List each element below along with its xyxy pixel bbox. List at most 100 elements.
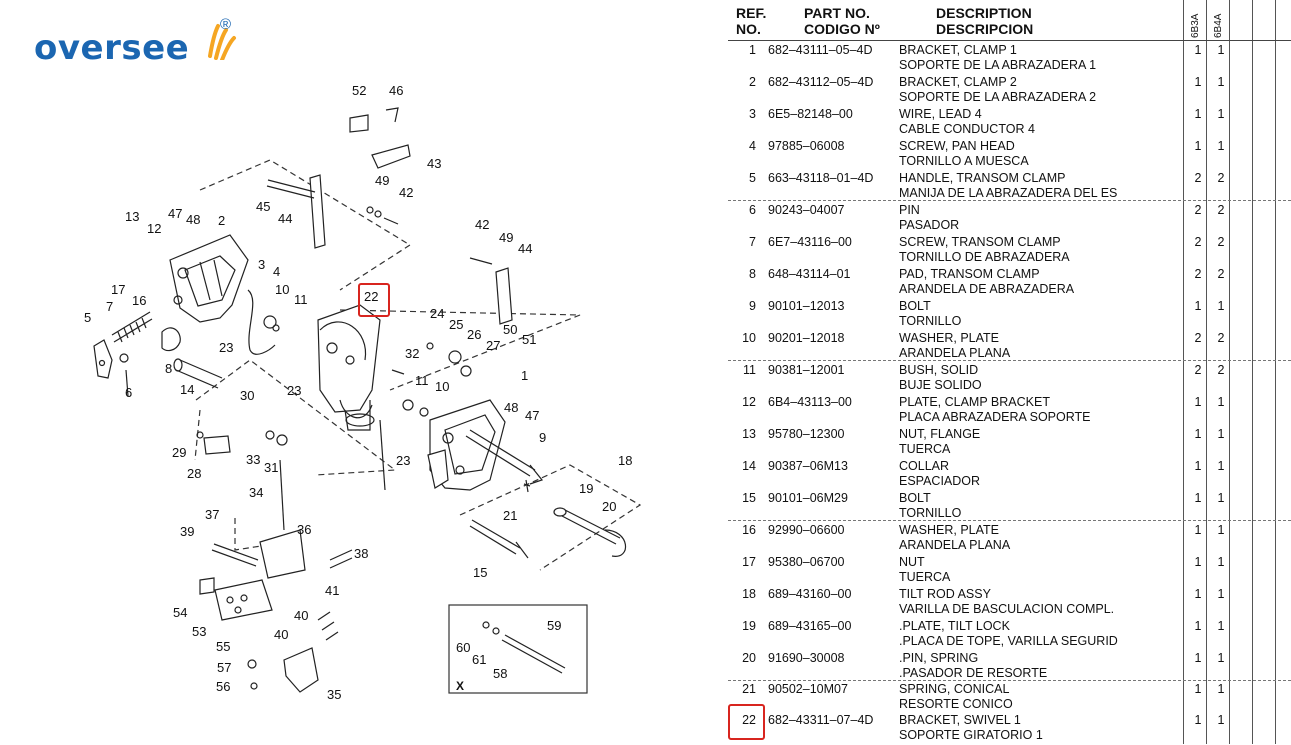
description-es: ESPACIADOR xyxy=(899,474,981,488)
qty-6b4a: 1 xyxy=(1217,619,1225,633)
callout-3: 3 xyxy=(258,257,266,272)
part-number: 682–43112–05–4D xyxy=(768,75,874,89)
description-en: WASHER, PLATE xyxy=(899,523,1000,537)
qty-6b4a: 1 xyxy=(1217,427,1225,441)
exploded-parts-diagram: 52 46 43 49 42 45 44 13 47 48 2 12 3 4 1… xyxy=(0,60,720,744)
callout-10-b: 10 xyxy=(435,379,450,394)
callout-40-a: 40 xyxy=(294,608,309,623)
part-number: 90502–10M07 xyxy=(768,682,848,696)
callout-49: 49 xyxy=(375,173,390,188)
ref-number: 22 xyxy=(742,713,756,727)
ref-number: 15 xyxy=(742,491,756,505)
description-es: ARANDELA PLANA xyxy=(899,346,1011,360)
callout-33: 33 xyxy=(246,452,261,467)
callout-47: 47 xyxy=(168,206,183,221)
ref-number: 5 xyxy=(749,171,756,185)
ref-number: 16 xyxy=(742,523,756,537)
description-en: HANDLE, TRANSOM CLAMP xyxy=(899,171,1066,185)
column-divider xyxy=(1206,0,1207,744)
qty-6b3a: 1 xyxy=(1194,491,1202,505)
callout-38: 38 xyxy=(354,546,369,561)
qty-6b3a: 1 xyxy=(1194,523,1202,537)
callout-42-right: 42 xyxy=(475,217,490,232)
column-divider xyxy=(1275,0,1276,744)
header-part-line1: PART NO. xyxy=(804,5,870,21)
callout-13: 13 xyxy=(125,209,140,224)
callout-19: 19 xyxy=(579,481,594,496)
part-number: 95380–06700 xyxy=(768,555,845,569)
callout-52: 52 xyxy=(352,83,367,98)
flame-icon xyxy=(208,24,236,60)
qty-6b3a: 1 xyxy=(1194,651,1202,665)
qty-6b4a: 1 xyxy=(1217,43,1225,57)
description-es: SOPORTE DE LA ABRAZADERA 1 xyxy=(899,58,1097,72)
registered-mark: ® xyxy=(220,16,232,33)
callout-43: 43 xyxy=(427,156,442,171)
header-part-line2: CODIGO Nº xyxy=(804,21,880,37)
callout-26: 26 xyxy=(467,327,482,342)
callout-49-right: 49 xyxy=(499,230,514,245)
callout-31: 31 xyxy=(264,460,279,475)
description-en: BRACKET, CLAMP 2 xyxy=(899,75,1017,89)
ref-number: 13 xyxy=(742,427,756,441)
callout-11-b: 11 xyxy=(415,373,429,388)
qty-6b3a: 2 xyxy=(1194,235,1202,249)
callout-11: 11 xyxy=(294,292,308,307)
ref-number: 17 xyxy=(742,555,756,569)
callout-23-b: 23 xyxy=(287,383,302,398)
description-en: BRACKET, SWIVEL 1 xyxy=(899,713,1021,727)
callout-34: 34 xyxy=(249,485,264,500)
ref-number: 11 xyxy=(743,363,756,377)
qty-6b4a: 1 xyxy=(1217,75,1225,89)
group-divider xyxy=(728,520,1291,521)
description-es: PASADOR xyxy=(899,218,960,232)
group-divider xyxy=(728,360,1291,361)
qty-6b3a: 2 xyxy=(1194,363,1202,377)
header-ref-line2: NO. xyxy=(736,21,761,37)
description-es: TORNILLO xyxy=(899,314,962,328)
description-es: ARANDELA PLANA xyxy=(899,538,1011,552)
qty-6b4a: 2 xyxy=(1217,331,1225,345)
callout-6: 6 xyxy=(125,385,133,400)
qty-6b4a: 1 xyxy=(1217,459,1225,473)
ref-number: 14 xyxy=(742,459,756,473)
part-number: 95780–12300 xyxy=(768,427,845,441)
part-number: 663–43118–01–4D xyxy=(768,171,874,185)
qty-6b4a: 1 xyxy=(1217,682,1225,696)
qty-6b4a: 1 xyxy=(1217,299,1225,313)
callout-35: 35 xyxy=(327,687,342,702)
description-es: TORNILLO xyxy=(899,506,962,520)
callout-21: 21 xyxy=(503,508,518,523)
description-en: PLATE, CLAMP BRACKET xyxy=(899,395,1050,409)
callout-48: 48 xyxy=(186,212,201,227)
part-number: 682–43111–05–4D xyxy=(768,43,873,57)
callout-40-b: 40 xyxy=(274,627,289,642)
qty-6b3a: 1 xyxy=(1194,619,1202,633)
qty-6b4a: 2 xyxy=(1217,235,1225,249)
description-en: BRACKET, CLAMP 1 xyxy=(899,43,1017,57)
part-number: 90387–06M13 xyxy=(768,459,848,473)
description-es: TORNILLO DE ABRAZADERA xyxy=(899,250,1070,264)
part-number: 648–43114–01 xyxy=(768,267,851,281)
ref-number: 1 xyxy=(749,43,756,57)
description-es: ARANDELA DE ABRAZADERA xyxy=(899,282,1075,296)
part-number: 6E7–43116–00 xyxy=(768,235,852,249)
description-en: BOLT xyxy=(899,491,931,505)
callout-56: 56 xyxy=(216,679,231,694)
qty-6b4a: 1 xyxy=(1217,491,1225,505)
